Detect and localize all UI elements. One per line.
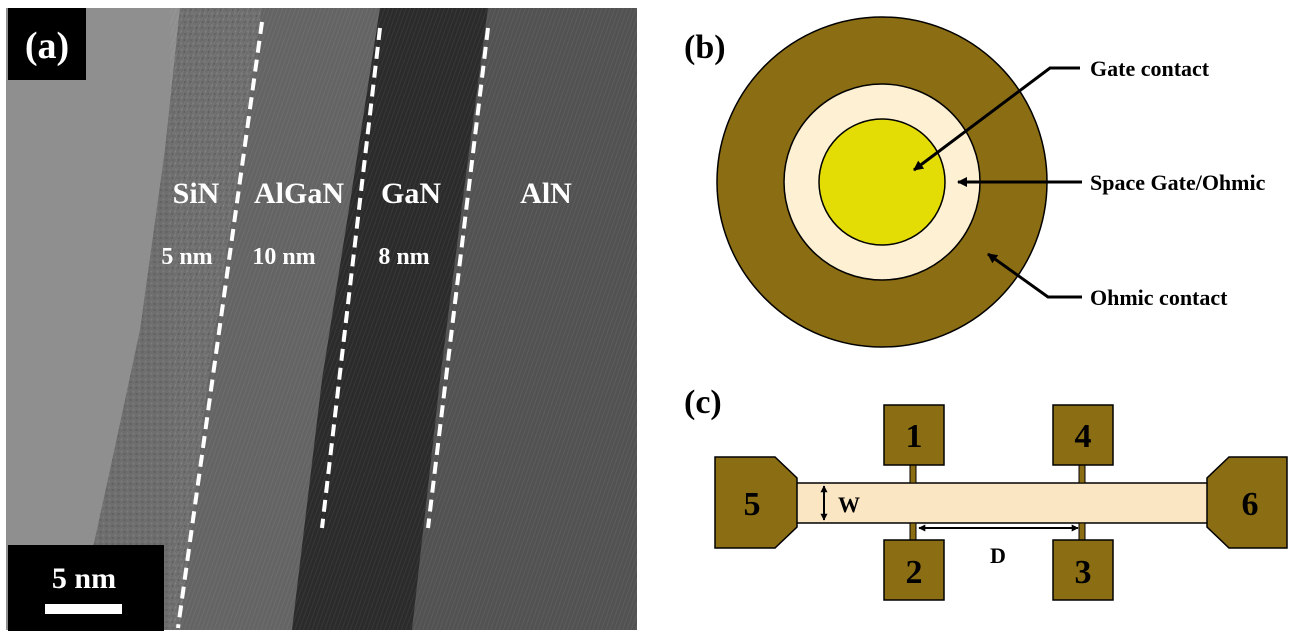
scale-bar-box [8,545,164,631]
scale-bar-label: 5 nm [52,562,116,595]
distance-label: D [990,543,1006,568]
scale-bar [45,604,122,614]
panel-a-label: (a) [25,25,69,67]
boundary-sin-algan [176,21,264,629]
arm-2 [909,522,917,542]
layer-thickness-gan: 8 nm [378,244,429,270]
ohmic-contact-label: Ohmic contact [1090,285,1228,310]
arm-3 [1078,522,1086,542]
pad-4 [1052,404,1114,466]
pad-2 [883,539,945,601]
pad-3-number: 3 [1075,554,1092,591]
pad-1 [883,404,945,466]
gate-contact-disk [818,118,946,246]
pad-4-number: 4 [1075,418,1092,455]
layer-name-gan: GaN [381,177,441,210]
gate-contact-arrow [913,66,1080,172]
panel-c-label: (c) [684,384,722,421]
ohmic-contact-arrow [987,252,1082,299]
layer-thickness-algan: 10 nm [252,244,315,270]
layer-name-aln: AlN [520,177,572,210]
space-label: Space Gate/Ohmic [1090,170,1266,195]
panel-a-tem-image [6,8,637,630]
pad-6 [1206,456,1288,549]
gate-contact-label: Gate contact [1090,56,1210,81]
layer-name-algan: AlGaN [254,177,344,210]
layer-thickness-sin: 5 nm [161,244,212,270]
pad-1-number: 1 [906,418,923,455]
panel-a-label-box [8,8,86,80]
panel-b-label: (b) [684,29,726,66]
pad-3 [1052,539,1114,601]
layer-name-sin: SiN [173,177,220,210]
arm-4 [1078,463,1086,484]
channel [789,482,1215,524]
width-label: W [838,492,860,517]
boundary-gan-aln [426,27,490,529]
boundary-algan-gan [320,27,382,529]
arm-1 [909,463,917,484]
pad-5-number: 5 [744,486,761,523]
pad-6-number: 6 [1242,486,1259,523]
pad-2-number: 2 [906,554,923,591]
pad-5 [714,456,798,549]
